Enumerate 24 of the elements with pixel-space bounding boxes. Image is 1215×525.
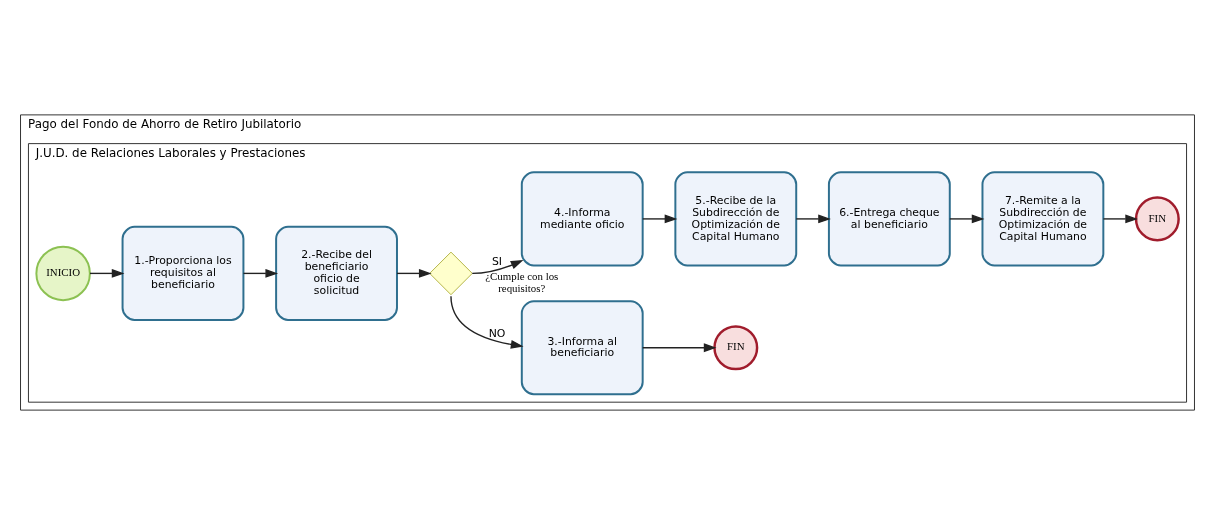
arrow — [642, 214, 678, 224]
node-circle: FIN — [713, 325, 759, 371]
node-box: 7.-Remite a la Subdirección de Optimización de Capital Humano — [981, 171, 1105, 267]
node-label: ¿Cumple con los requisitos? — [485, 269, 559, 294]
node-box: 3.-Informa al beneficiario — [520, 300, 644, 396]
edge-label: SI — [491, 255, 503, 269]
node-box: 1.-Proporciona los requisitos al beneficiario — [121, 225, 245, 321]
node-box: 2.-Recibe del beneficiario oficio de solicitud — [275, 225, 398, 321]
node-diamond — [429, 251, 473, 296]
arrow — [1102, 214, 1138, 224]
arrow — [795, 214, 831, 224]
arrow — [242, 268, 279, 278]
node-circle: INICIO — [35, 245, 91, 302]
node-box: 4.-Informa mediante oficio — [520, 171, 644, 267]
arrow — [949, 214, 985, 224]
arrow — [396, 268, 432, 278]
node-box: 5.-Recibe de la Subdirección de Optimización de Capital Humano — [674, 171, 798, 267]
arrow — [89, 268, 125, 278]
edge-label: NO — [488, 326, 506, 340]
node-circle: FIN — [1134, 196, 1180, 242]
node-box: 6.-Entrega cheque al beneficiario — [827, 171, 951, 267]
arrow — [642, 343, 717, 353]
arrow — [471, 259, 524, 275]
arrow — [450, 295, 524, 349]
